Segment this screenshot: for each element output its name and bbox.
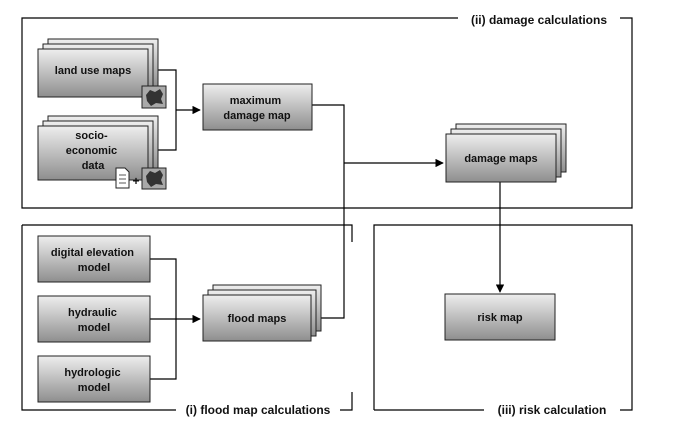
risk-section-frame: [373, 224, 633, 411]
hydraulic-model-box: hydraulic model: [37, 295, 151, 343]
connectors: [150, 69, 505, 380]
map-thumbnail-icon: [141, 167, 167, 190]
section-label-damage: (ii) damage calculations: [471, 13, 607, 27]
socio-economic-data-box: socio- economic data: [37, 115, 159, 181]
hydraulic-model-label: hydraulic model: [68, 307, 120, 334]
plus-sign: +: [132, 174, 139, 188]
maximum-damage-map-label: maximum damage map: [223, 95, 291, 122]
risk-map-box: risk map: [444, 293, 556, 341]
hydrologic-model-box: hydrologic model: [37, 355, 151, 403]
digital-elevation-model-label: digital elevation model: [51, 247, 137, 274]
damage-maps-box: damage maps: [445, 123, 567, 183]
risk-map-label: risk map: [477, 312, 523, 324]
digital-elevation-model-box: digital elevation model: [37, 235, 151, 283]
damage-maps-label: damage maps: [464, 153, 537, 165]
land-use-maps-label: land use maps: [55, 65, 131, 77]
flood-maps-label: flood maps: [228, 313, 287, 325]
section-label-background: [464, 12, 614, 28]
damage-section-frame: [21, 17, 633, 209]
flood-section-frame: [21, 224, 353, 411]
section-label-risk: (iii) risk calculation: [498, 403, 607, 417]
map-thumbnail-icon: [141, 85, 167, 109]
document-icon: [115, 167, 130, 189]
land-use-maps-box: land use maps: [37, 38, 159, 98]
section-label-background: [179, 402, 337, 418]
hydrologic-model-label: hydrologic model: [64, 367, 123, 394]
section-label-background: [491, 402, 613, 418]
flood-maps-box: flood maps: [202, 284, 322, 342]
maximum-damage-map-box: maximum damage map: [202, 83, 313, 131]
section-label-flood: (i) flood map calculations: [186, 403, 331, 417]
socio-economic-data-label: socio- economic data: [66, 130, 120, 172]
